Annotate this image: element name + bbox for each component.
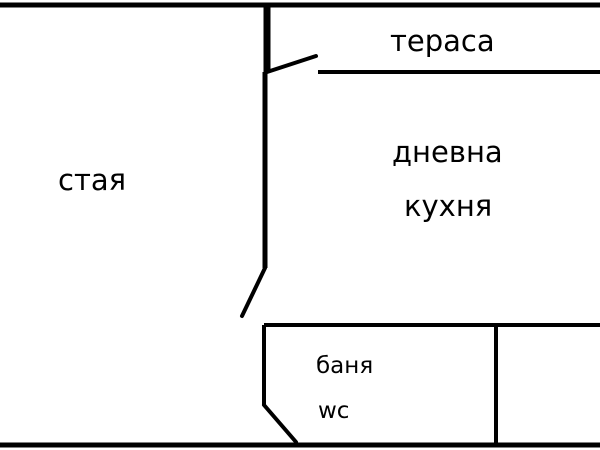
room-label-stay: стая xyxy=(58,163,127,197)
room-label-living-line1: дневна xyxy=(392,135,503,169)
room-label-bathroom-line1: баня xyxy=(316,353,374,379)
bathroom-door xyxy=(262,403,298,444)
terrace-door xyxy=(265,54,318,74)
room-label-terrace: тераса xyxy=(390,24,495,58)
room-label-wc-line2: wc xyxy=(318,398,350,424)
room-door xyxy=(240,266,267,318)
room-label-kitchen-line2: кухня xyxy=(404,189,493,223)
